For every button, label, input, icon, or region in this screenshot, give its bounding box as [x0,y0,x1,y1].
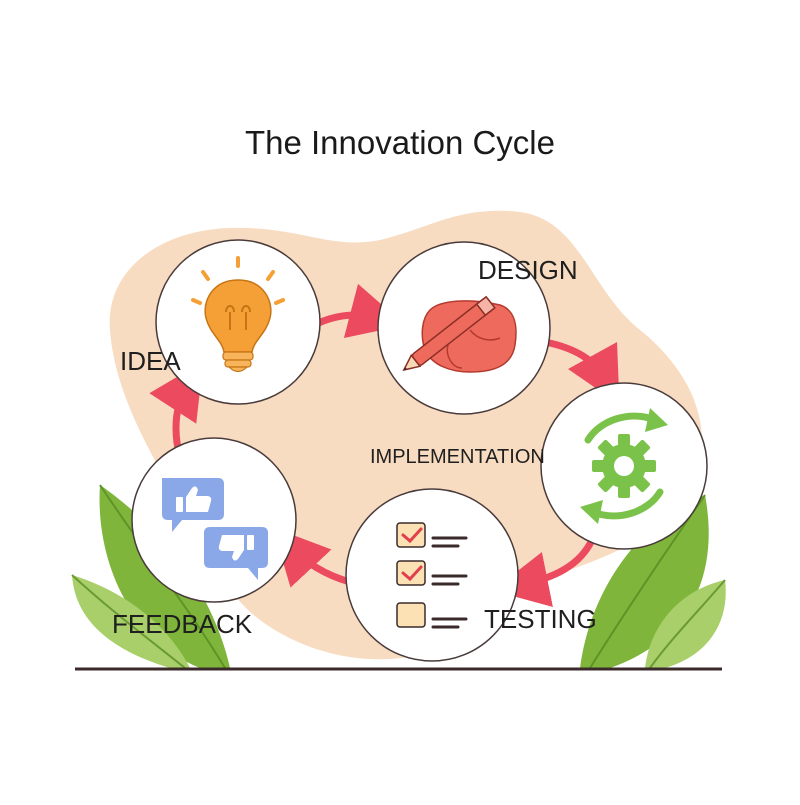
stage-label-design: DESIGN [478,255,578,286]
diagram-title: The Innovation Cycle [0,124,800,162]
stage-label-testing: TESTING [484,604,597,635]
stage-label-implementation: IMPLEMENTATION [370,446,545,469]
stage-label-feedback: FEEDBACK [112,609,252,640]
stage-label-idea: IDEA [120,346,181,377]
